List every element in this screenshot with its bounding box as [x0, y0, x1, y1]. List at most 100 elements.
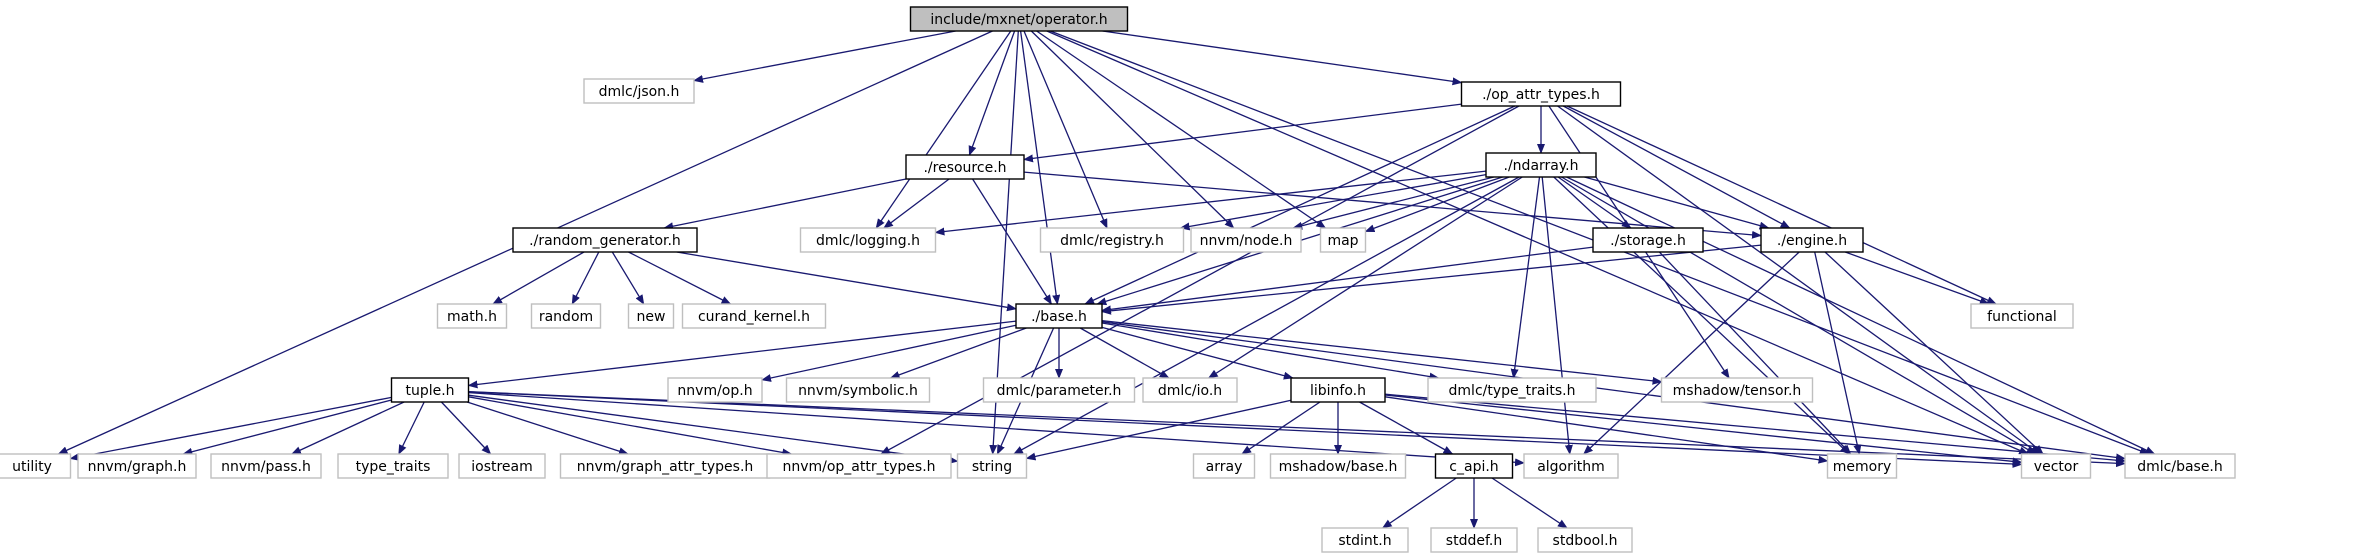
- node-op-attr-types-h[interactable]: ./op_attr_types.h: [1460, 81, 1622, 107]
- node-nnvm-op-attr-types-h[interactable]: nnvm/op_attr_types.h: [766, 453, 952, 479]
- edge-line: [972, 178, 1052, 305]
- edge-tuple-h-to-algorithm: [468, 391, 1525, 467]
- node-stddef-h[interactable]: stddef.h: [1430, 527, 1518, 553]
- node-storage-h[interactable]: ./storage.h: [1592, 227, 1704, 253]
- edge-line: [1384, 396, 1829, 464]
- edge-line: [1023, 30, 1108, 229]
- node-vector[interactable]: vector: [2020, 453, 2092, 479]
- edge-line: [1583, 251, 1800, 455]
- node-label: ./storage.h: [1610, 233, 1686, 249]
- edge-line: [468, 396, 793, 457]
- node-engine-h[interactable]: ./engine.h: [1760, 227, 1864, 253]
- node-mshadow-tensor-h[interactable]: mshadow/tensor.h: [1660, 377, 1814, 403]
- node-dmlc-parameter-h[interactable]: dmlc/parameter.h: [982, 377, 1136, 403]
- edge-line: [1491, 477, 1568, 529]
- edge-tuple-h-to-nnvm-graph-h: [182, 399, 392, 456]
- node-utility[interactable]: utility: [0, 453, 72, 479]
- edge-c-api-h-to-stdint-h: [1381, 477, 1457, 529]
- edge-line: [398, 401, 425, 455]
- edge-resource-h-to-random-generator-h: [663, 178, 907, 231]
- node-array[interactable]: array: [1192, 453, 1256, 479]
- edge-operator-h-to-dmlc-logging-h: [875, 30, 1012, 229]
- edge-line: [1814, 251, 1862, 455]
- node-nnvm-symbolic-h[interactable]: nnvm/symbolic.h: [785, 377, 931, 403]
- node-stdint-h[interactable]: stdint.h: [1321, 527, 1409, 553]
- node-tuple-h[interactable]: tuple.h: [390, 377, 470, 403]
- node-iostream[interactable]: iostream: [458, 453, 546, 479]
- node-memory[interactable]: memory: [1826, 453, 1898, 479]
- edge-line: [1359, 401, 1454, 455]
- node-label: functional: [1987, 309, 2057, 325]
- edge-line: [440, 401, 492, 455]
- node-nnvm-graph-attr-types-h[interactable]: nnvm/graph_attr_types.h: [559, 453, 771, 479]
- node-string[interactable]: string: [956, 453, 1028, 479]
- node-c-api-h[interactable]: c_api.h: [1434, 453, 1514, 479]
- node-dmlc-registry-h[interactable]: dmlc/registry.h: [1039, 227, 1185, 253]
- edge-storage-h-to-memory: [1658, 251, 1852, 455]
- node-nnvm-op-h[interactable]: nnvm/op.h: [667, 377, 763, 403]
- edge-line: [1013, 176, 1520, 455]
- node-box: [909, 6, 1129, 32]
- node-nnvm-node-h[interactable]: nnvm/node.h: [1190, 227, 1302, 253]
- node-type-traits[interactable]: type_traits: [337, 453, 449, 479]
- edge-engine-h-to-memory: [1814, 251, 1862, 455]
- edge-line: [1084, 105, 1516, 305]
- node-dmlc-json-h[interactable]: dmlc/json.h: [583, 78, 695, 104]
- edge-tuple-h-to-nnvm-pass-h: [290, 401, 405, 455]
- node-nnvm-graph-h[interactable]: nnvm/graph.h: [77, 453, 197, 479]
- node-random[interactable]: random: [530, 303, 602, 329]
- edge-libinfo-h-to-array: [1241, 401, 1321, 455]
- node-box: [1537, 527, 1633, 553]
- edge-line: [611, 251, 645, 305]
- edge-c-api-h-to-stdbool-h: [1491, 477, 1568, 529]
- edge-line: [1036, 30, 1327, 229]
- edge-operator-h-to-vector: [1046, 30, 2030, 455]
- node-mshadow-base-h[interactable]: mshadow/base.h: [1269, 453, 1407, 479]
- edge-tuple-h-to-nnvm-graph-attr-types-h: [466, 401, 629, 456]
- node-algorithm[interactable]: algorithm: [1523, 453, 1619, 479]
- node-ndarray-h[interactable]: ./ndarray.h: [1485, 152, 1597, 178]
- edge-operator-h-to-dmlc-registry-h: [1023, 30, 1108, 229]
- edge-line: [1023, 171, 1762, 239]
- node-label: dmlc/type_traits.h: [1449, 383, 1576, 399]
- node-dmlc-io-h[interactable]: dmlc/io.h: [1142, 377, 1238, 403]
- edge-line: [1562, 105, 1791, 229]
- edge-line: [1566, 176, 2156, 455]
- node-libinfo-h[interactable]: libinfo.h: [1290, 377, 1386, 403]
- node-label: mshadow/tensor.h: [1673, 383, 1802, 399]
- node-new[interactable]: new: [627, 303, 675, 329]
- node-nnvm-pass-h[interactable]: nnvm/pass.h: [210, 453, 322, 479]
- node-operator-h[interactable]: include/mxnet/operator.h: [909, 6, 1129, 32]
- node-dmlc-base-h[interactable]: dmlc/base.h: [2124, 453, 2236, 479]
- node-label: include/mxnet/operator.h: [930, 12, 1107, 28]
- node-label: array: [1206, 459, 1243, 475]
- edge-line: [1384, 393, 2126, 465]
- edge-line: [1584, 176, 1770, 230]
- edge-random-generator-h-to-base-h: [676, 251, 1017, 312]
- node-stdbool-h[interactable]: stdbool.h: [1537, 527, 1633, 553]
- node-map[interactable]: map: [1319, 227, 1367, 253]
- node-random-generator-h[interactable]: ./random_generator.h: [512, 227, 698, 253]
- node-functional[interactable]: functional: [1970, 303, 2074, 329]
- edge-base-h-to-dmlc-io-h: [1079, 327, 1170, 379]
- node-curand-kernel-h[interactable]: curand_kernel.h: [681, 303, 827, 329]
- node-box: [1192, 453, 1256, 479]
- node-resource-h[interactable]: ./resource.h: [905, 154, 1025, 180]
- node-label: stdint.h: [1338, 533, 1391, 549]
- edge-line: [875, 30, 1012, 229]
- node-box: [1190, 227, 1302, 253]
- edge-line: [492, 251, 585, 305]
- node-math-h[interactable]: math.h: [436, 303, 508, 329]
- edge-operator-h-to-base-h: [1019, 30, 1061, 305]
- edge-tuple-h-to-iostream: [440, 401, 492, 455]
- node-dmlc-type-traits-h[interactable]: dmlc/type_traits.h: [1427, 377, 1597, 403]
- edge-line: [182, 399, 392, 456]
- node-dmlc-logging-h[interactable]: dmlc/logging.h: [799, 227, 937, 253]
- node-box: [1434, 453, 1514, 479]
- node-base-h[interactable]: ./base.h: [1015, 303, 1103, 329]
- edge-tuple-h-to-string: [468, 394, 959, 465]
- edge-engine-h-to-vector: [1824, 251, 2044, 455]
- node-box: [1485, 152, 1597, 178]
- edge-line: [1566, 105, 1997, 305]
- edge-tuple-h-to-nnvm-op-attr-types-h: [468, 396, 793, 457]
